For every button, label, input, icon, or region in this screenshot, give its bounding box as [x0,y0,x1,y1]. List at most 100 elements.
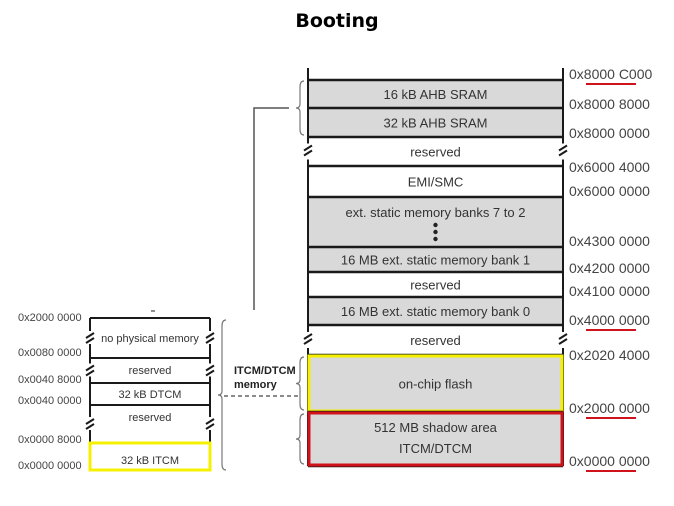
tcm-segment [89,404,211,443]
tcm-break-mark [205,364,215,377]
segment-fill [308,325,563,355]
segment-label: ITCM/DTCM [399,441,472,456]
tcm-break-mark [205,418,215,430]
segment-fill [308,108,563,137]
segment-label: reserved [410,145,461,160]
segment-label: ext. static memory banks 7 to 2 [346,205,526,220]
segment-label: 16 kB AHB SRAM [383,87,487,102]
tcm-segment-label: no physical memory [101,333,199,345]
tcm-segment-label: reserved [129,365,172,377]
segment-label: EMI/SMC [408,175,464,190]
flash-bracket [295,356,305,411]
memory-segment [307,410,564,468]
segment-label: 16 MB ext. static memory bank 0 [341,304,530,319]
break-stroke [303,338,313,345]
address-label: 0x8000 8000 [569,96,650,112]
segment-label: 16 MB ext. static memory bank 1 [341,253,530,268]
break-stroke [558,333,568,340]
break-stroke [85,369,95,377]
break-stroke [205,423,215,430]
tcm-break-mark [85,418,95,430]
memory-segment [307,295,564,325]
address-label: 0x4000 0000 [569,312,650,328]
tcm-segment-label: reserved [129,412,172,424]
page-title: Booting [295,10,379,32]
break-stroke [85,332,95,339]
segment-fill [308,80,563,108]
break-stroke [558,338,568,345]
tcm-segment [89,317,211,358]
segment-fill [308,137,563,166]
memory-segment [307,164,564,197]
tcm-address-label: 0x0040 0000 [18,395,82,407]
tcm-segment-fill [90,405,210,443]
tcm-segment-label: 32 kB DTCM [119,389,182,401]
break-mark-right [558,333,568,345]
segment-label: reserved [410,278,461,293]
segment-fill [308,355,563,412]
break-mark-right [558,144,568,157]
tcm-segment-fill [90,443,210,470]
address-label: 0x6000 4000 [569,159,650,175]
tcm-address-label: 0x2000 0000 [18,312,82,324]
tcm-address-label: 0x0080 0000 [18,347,82,359]
tcm-segment-fill [90,358,210,383]
address-label: 0x0000 0000 [569,453,650,469]
ellipsis-dot [433,229,438,235]
tcm-bracket [217,319,227,471]
address-label: 0x8000 0000 [569,125,650,141]
segment-label: on-chip flash [399,377,473,392]
sram-connector-line [253,107,289,310]
sram-bracket [295,80,305,136]
memory-segment [307,135,564,166]
break-stroke [205,364,215,372]
break-stroke [205,418,215,425]
segment-label: 512 MB shadow area [374,420,498,435]
break-stroke [303,333,313,340]
break-stroke [303,149,313,157]
memory-segment [307,270,564,297]
segment-fill [308,247,563,272]
tcm-break-mark [85,332,95,344]
break-stroke [85,423,95,430]
tcm-segment [89,382,211,405]
tcm-segment-fill [90,318,210,358]
break-stroke [85,364,95,372]
break-stroke [85,337,95,344]
tcm-memory-label: memory [234,379,278,391]
tcm-break-mark [205,332,215,344]
address-label: 0x2020 4000 [569,347,650,363]
shadow-highlight-box [307,411,564,467]
segment-label: reserved [410,333,461,348]
memory-segment [307,78,564,108]
tcm-address-label: 0x0040 8000 [18,374,82,386]
segment-fill [308,166,563,197]
tcm-break-mark [85,364,95,377]
break-stroke [303,144,313,152]
tcm-segment [89,357,211,383]
address-label: 0x6000 0000 [569,183,650,199]
itcm-highlight-box [88,441,212,472]
address-label: 0x4200 0000 [569,260,650,276]
break-mark-left [303,333,313,345]
tcm-segment-label: 32 kB ITCM [121,455,179,467]
break-stroke [205,369,215,377]
segment-fill [308,272,563,297]
address-label: 0x8000 C000 [569,66,653,82]
break-stroke [558,144,568,152]
memory-segment [307,245,564,272]
tcm-memory-label: ITCM/DTCM [234,365,296,377]
break-stroke [205,332,215,339]
tcm-address-label: 0x0000 8000 [18,434,82,446]
segment-fill [308,412,563,466]
address-label: 0x4100 0000 [569,283,650,299]
tcm-segment [88,441,212,472]
memory-segment [307,323,564,355]
address-label: 0x2000 0000 [569,400,650,416]
ellipsis-dot [433,222,438,228]
segment-fill [308,297,563,325]
break-stroke [205,337,215,344]
ellipsis-dot [433,236,438,242]
address-label: 0x4300 0000 [569,233,650,249]
